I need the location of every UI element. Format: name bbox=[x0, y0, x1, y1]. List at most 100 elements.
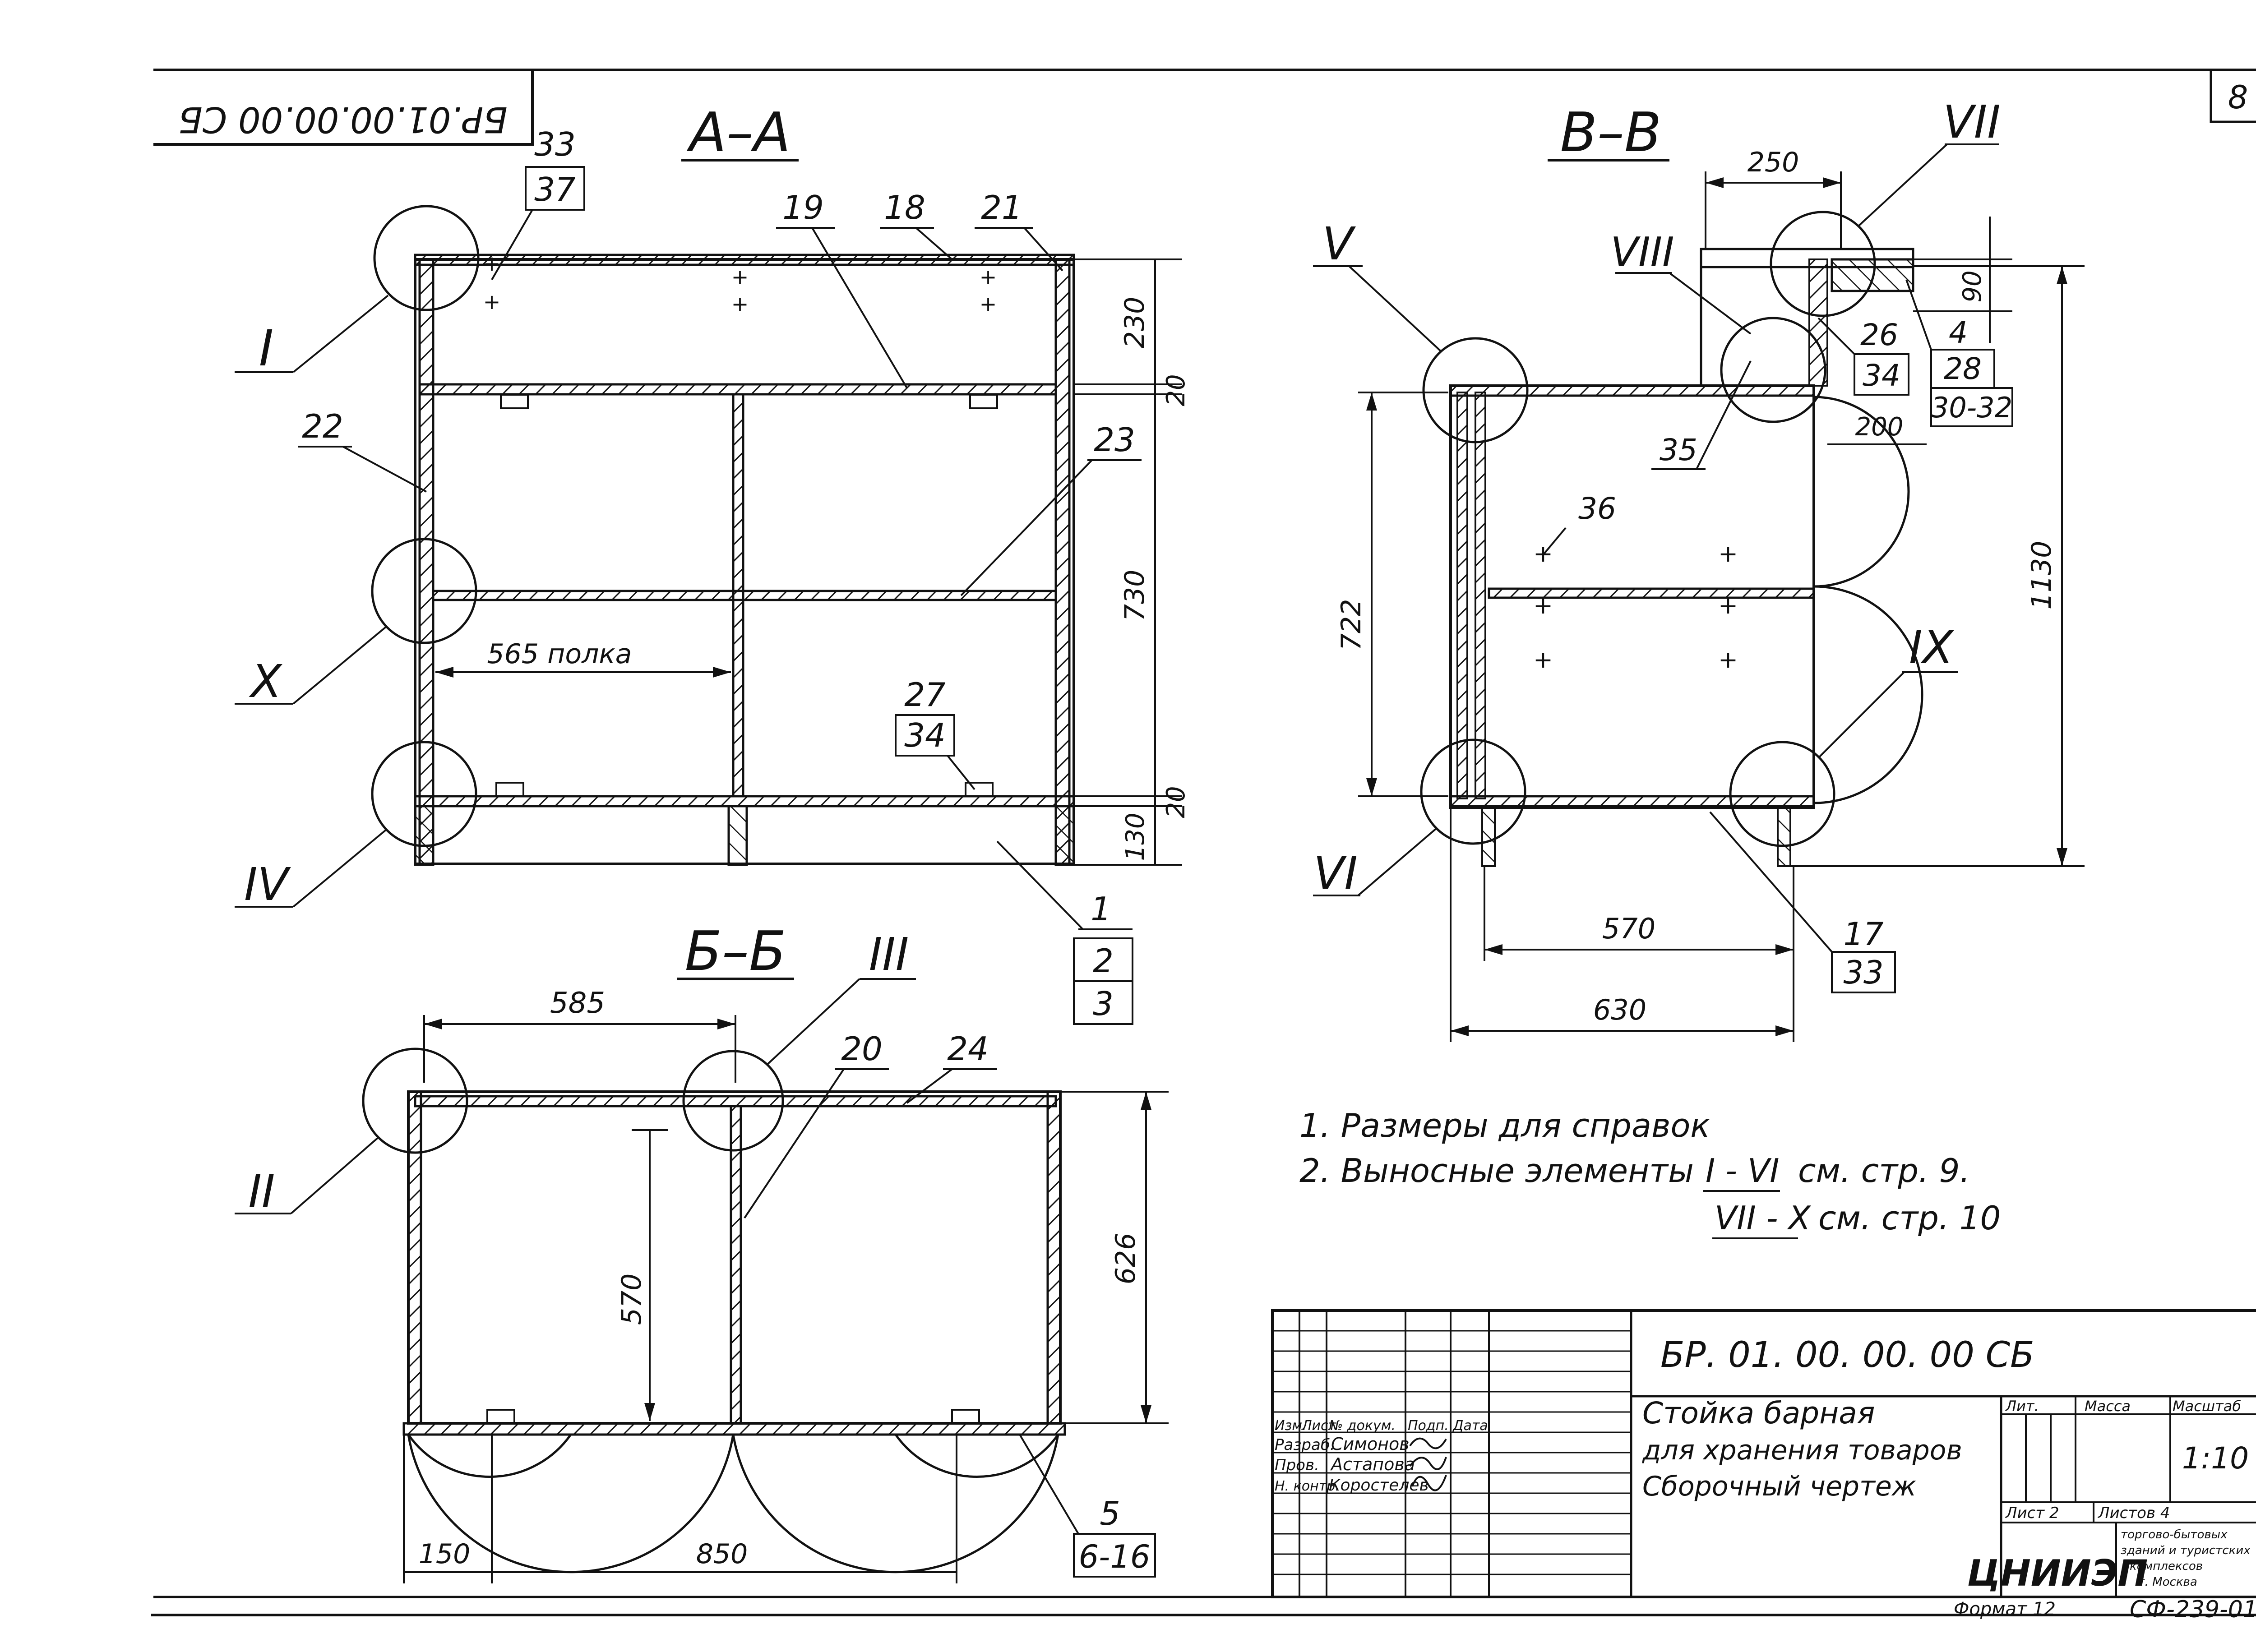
note-3-range: VII - X bbox=[1715, 1199, 1811, 1237]
screw-marks: + bbox=[980, 265, 997, 289]
section-vv-title: В–В bbox=[1560, 102, 1662, 164]
section-aa: А–А + + + + + + bbox=[235, 102, 1191, 1025]
tb-role-3: Н. контр. bbox=[1275, 1478, 1340, 1494]
detail-iv-label: IV bbox=[244, 858, 291, 911]
tb-org-line-1: торгово-бытовых bbox=[2121, 1528, 2228, 1541]
pos-36: 36 bbox=[1578, 491, 1616, 526]
screw-marks: + bbox=[1533, 592, 1553, 619]
pos-28: 28 bbox=[1944, 351, 1982, 386]
detail-vi-label: VI bbox=[1313, 847, 1358, 900]
dim-1130: 1130 bbox=[2026, 541, 2057, 610]
mirrored-doc-code: БР.01.00.00.00 СБ bbox=[178, 99, 508, 139]
dim-20-bottom: 20 bbox=[1161, 786, 1191, 818]
dim-130: 130 bbox=[1121, 813, 1150, 861]
pos-3: 3 bbox=[1093, 985, 1114, 1023]
screw-marks: + bbox=[980, 292, 997, 316]
signatures bbox=[1409, 1437, 1447, 1491]
title-block: Изм. Лист № докум. Подп. Дата Разраб. Пр… bbox=[1271, 1309, 2256, 1623]
tb-header-izm: Изм. bbox=[1275, 1418, 1307, 1434]
pos-33: 33 bbox=[534, 125, 576, 163]
tb-org-line-3: комплексов bbox=[2130, 1560, 2203, 1573]
dim-585: 585 bbox=[550, 987, 605, 1020]
section-vv: В–В + + + + + + bbox=[1313, 96, 2085, 1042]
note-1: 1. Размеры для справок bbox=[1299, 1107, 1710, 1144]
format-label: Формат 12 bbox=[1954, 1599, 2056, 1620]
pos-5: 5 bbox=[1100, 1495, 1120, 1532]
note-3-ref: см. стр. 10 bbox=[1818, 1199, 2001, 1237]
dim-850: 850 bbox=[696, 1538, 748, 1570]
section-bb: Б–Б II III 20 24 5 bbox=[235, 920, 1169, 1583]
notes: 1. Размеры для справок 2. Выносные элеме… bbox=[1299, 1107, 2001, 1239]
detail-x-label: X bbox=[249, 655, 283, 708]
pos-34: 34 bbox=[904, 716, 946, 754]
pos-26: 26 bbox=[1860, 318, 1898, 352]
detail-vii-label: VII bbox=[1943, 96, 2000, 148]
tb-sheet: Лист 2 bbox=[2005, 1504, 2059, 1522]
series-code: СФ-239-01 bbox=[2130, 1596, 2256, 1623]
pos-18: 18 bbox=[884, 189, 925, 226]
note-2: 2. Выносные элементы bbox=[1299, 1152, 1694, 1190]
dim-250: 250 bbox=[1747, 147, 1799, 178]
dim-200: 200 bbox=[1855, 412, 1904, 442]
tb-title-1: Стойка барная bbox=[1642, 1396, 1875, 1431]
section-aa-title: А–А bbox=[686, 102, 791, 164]
pos-6-16: 6-16 bbox=[1079, 1538, 1151, 1575]
screw-marks: + bbox=[731, 265, 749, 289]
pos-33-vv: 33 bbox=[1843, 954, 1883, 991]
pos-24: 24 bbox=[947, 1030, 989, 1068]
pos-17: 17 bbox=[1843, 916, 1883, 953]
tb-header-data: Дата bbox=[1452, 1418, 1488, 1434]
tb-name-3: Коростелев bbox=[1329, 1476, 1429, 1495]
sheet-number: 8 bbox=[2228, 79, 2248, 116]
tb-header-podp: Подп. bbox=[1408, 1418, 1449, 1434]
dim-730: 730 bbox=[1119, 570, 1151, 622]
screw-marks: + bbox=[1533, 646, 1553, 674]
tb-code: БР. 01. 00. 00. 00 СБ bbox=[1660, 1335, 2034, 1375]
tb-massa: Масса bbox=[2085, 1398, 2131, 1415]
tb-org-line-4: г. Москва bbox=[2139, 1575, 2197, 1589]
dim-230: 230 bbox=[1119, 297, 1151, 349]
dim-722: 722 bbox=[1336, 599, 1367, 651]
screw-marks: + bbox=[1718, 592, 1738, 619]
detail-ii-label: II bbox=[249, 1165, 275, 1218]
tb-masshtab: Масштаб bbox=[2173, 1398, 2241, 1415]
tb-org-logo: ЦНИИЭП bbox=[1967, 1552, 2148, 1594]
pos-34-vv: 34 bbox=[1863, 358, 1900, 393]
pos-21: 21 bbox=[981, 189, 1022, 226]
dim-20-top: 20 bbox=[1161, 374, 1191, 406]
pos-37: 37 bbox=[534, 171, 576, 208]
dim-150: 150 bbox=[419, 1538, 471, 1570]
pos-20: 20 bbox=[841, 1030, 883, 1068]
dim-630: 630 bbox=[1593, 993, 1646, 1026]
dim-626: 626 bbox=[1110, 1233, 1142, 1285]
sheet-frame: 8 БР.01.00.00.00 СБ bbox=[151, 69, 2256, 1616]
tb-name-1: Симонов bbox=[1331, 1434, 1410, 1454]
screw-marks: + bbox=[483, 251, 501, 276]
dim-565: 565 полка bbox=[487, 638, 632, 670]
pos-22: 22 bbox=[302, 407, 343, 445]
section-bb-title: Б–Б bbox=[685, 920, 786, 983]
note-2-ref: см. стр. 9. bbox=[1798, 1152, 1970, 1190]
pos-30-32: 30-32 bbox=[1931, 391, 2012, 424]
tb-role-2: Пров. bbox=[1275, 1456, 1319, 1474]
screw-marks: + bbox=[1718, 540, 1738, 568]
pos-4: 4 bbox=[1949, 315, 1968, 350]
detail-iii-label: III bbox=[869, 928, 909, 981]
tb-scale: 1:10 bbox=[2182, 1441, 2249, 1476]
screw-marks: + bbox=[731, 292, 749, 316]
dim-90: 90 bbox=[1958, 270, 1987, 302]
pos-1: 1 bbox=[1091, 890, 1111, 928]
note-2-range: I - VI bbox=[1706, 1152, 1779, 1190]
detail-i-label: I bbox=[259, 319, 273, 377]
detail-viii-label: VIII bbox=[1610, 229, 1674, 276]
tb-name-2: Астапова bbox=[1330, 1454, 1415, 1474]
detail-ix-label: IX bbox=[1909, 621, 1954, 674]
detail-v-label: V bbox=[1322, 217, 1356, 270]
pos-27: 27 bbox=[904, 676, 946, 714]
tb-title-3: Сборочный чертеж bbox=[1642, 1471, 1916, 1502]
pos-23: 23 bbox=[1094, 421, 1135, 459]
pos-35: 35 bbox=[1660, 433, 1697, 467]
tb-role-1: Разраб. bbox=[1275, 1436, 1335, 1454]
pos-2: 2 bbox=[1093, 942, 1114, 980]
